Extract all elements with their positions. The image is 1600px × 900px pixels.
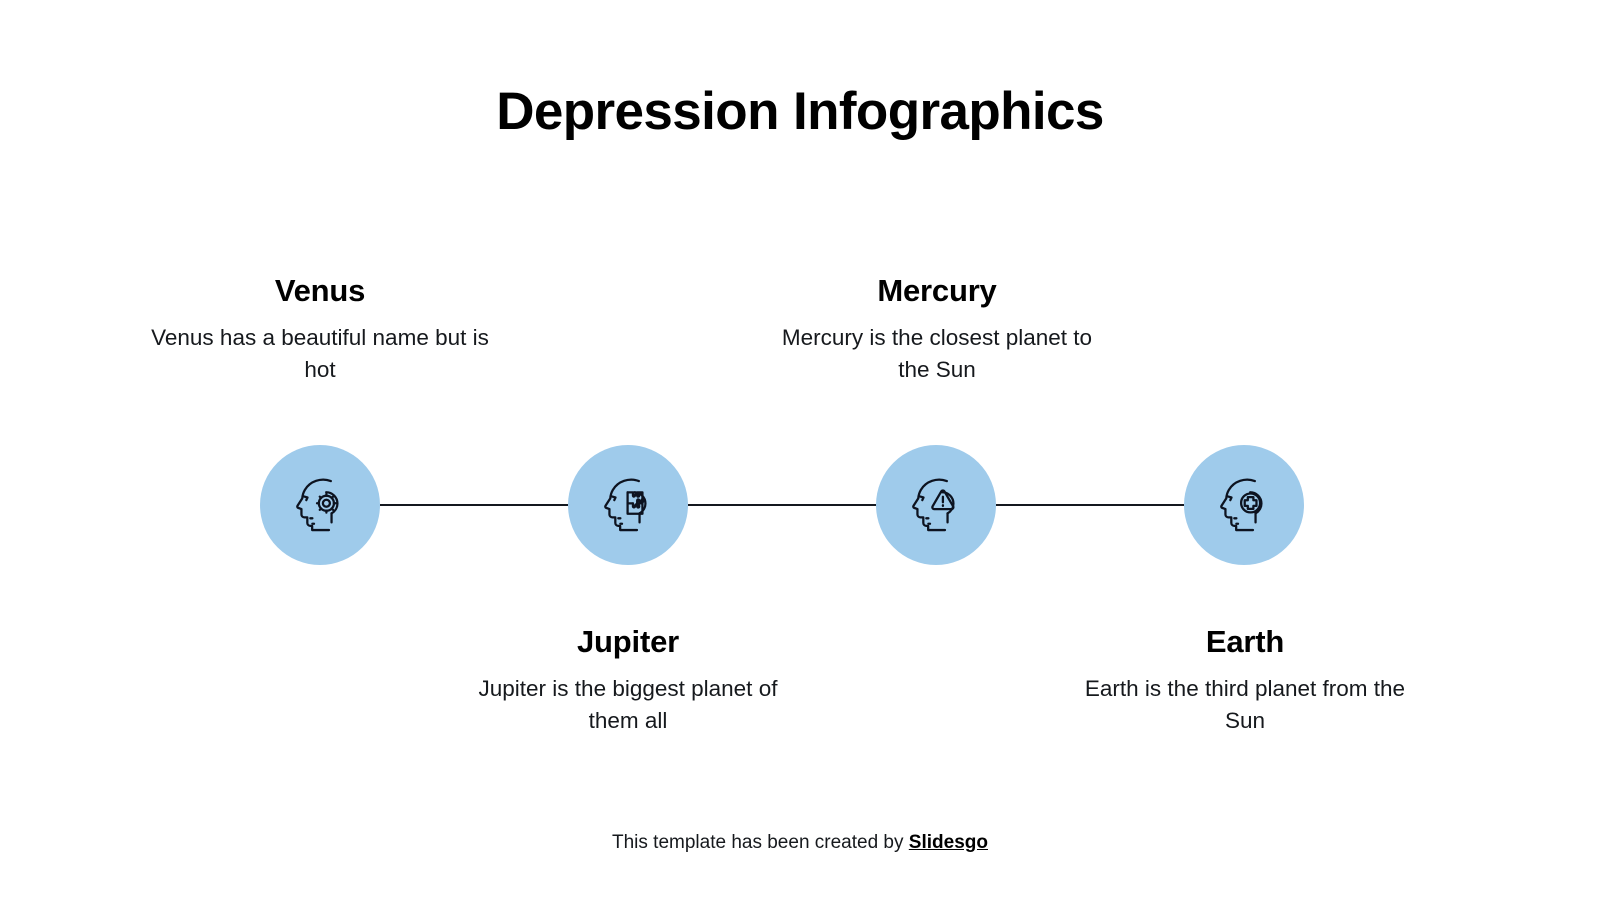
head-medical-icon	[1211, 472, 1277, 538]
connector-line-2	[688, 504, 876, 506]
head-warning-icon	[903, 472, 969, 538]
info-heading-earth: Earth	[1205, 624, 1285, 659]
info-block-mercury: Mercury Mercury is the closest planet to…	[767, 272, 1107, 386]
info-body-venus: Venus has a beautiful name but is hot	[151, 325, 489, 383]
timeline-node-3[interactable]	[876, 445, 996, 565]
timeline	[0, 445, 1600, 565]
info-heading-venus: Venus	[274, 273, 366, 308]
info-body-mercury: Mercury is the closest planet to the Sun	[781, 325, 1093, 383]
timeline-node-2[interactable]	[568, 445, 688, 565]
info-body-earth: Earth is the third planet from the Sun	[1084, 676, 1406, 734]
head-gear-icon	[287, 472, 353, 538]
slidesgo-link[interactable]: Slidesgo	[908, 832, 988, 853]
page-title: Depression Infographics	[496, 82, 1104, 141]
info-block-venus: Venus Venus has a beautiful name but is …	[150, 272, 490, 386]
info-block-earth: Earth Earth is the third planet from the…	[1075, 623, 1415, 737]
info-heading-mercury: Mercury	[877, 273, 997, 308]
info-body-jupiter: Jupiter is the biggest planet of them al…	[478, 676, 778, 734]
head-puzzle-icon	[595, 472, 661, 538]
info-heading-jupiter: Jupiter	[577, 624, 679, 659]
footer-credit-text: This template has been created by	[612, 832, 909, 853]
timeline-node-4[interactable]	[1184, 445, 1304, 565]
connector-line-1	[380, 504, 568, 506]
info-block-jupiter: Jupiter Jupiter is the biggest planet of…	[458, 623, 798, 737]
timeline-node-1[interactable]	[260, 445, 380, 565]
connector-line-3	[996, 504, 1184, 506]
footer-credit: This template has been created by Slides…	[0, 832, 1600, 854]
